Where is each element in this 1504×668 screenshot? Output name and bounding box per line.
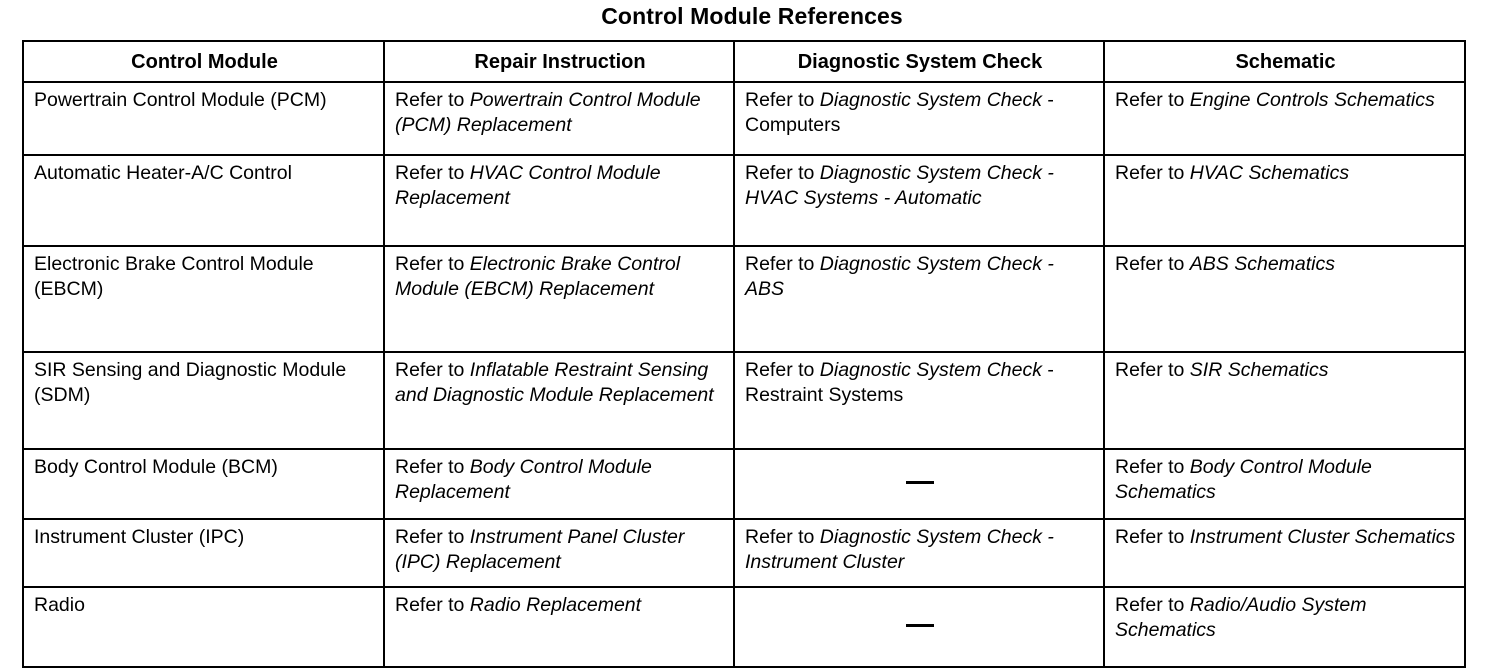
cell-diagnostic-system-check: Refer to Diagnostic System Check - HVAC … <box>733 154 1105 247</box>
cell-schematic: Refer to Instrument Cluster Schematics <box>1103 518 1466 588</box>
repair-reference: Electronic Brake Control Module (EBCM) R… <box>395 253 681 300</box>
cell-repair-instruction: Refer to Inflatable Restraint Sensing an… <box>383 351 735 450</box>
cell-schematic: Refer to Body Control Module Schematics <box>1103 448 1466 520</box>
cell-diagnostic-system-check: Refer to Diagnostic System Check - Compu… <box>733 81 1105 156</box>
repair-reference: Instrument Panel Cluster (IPC) Replaceme… <box>395 526 685 573</box>
table-row: Body Control Module (BCM) Refer to Body … <box>22 448 1466 520</box>
schematic-reference: Engine Controls Schematics <box>1189 89 1435 111</box>
dsc-suffix: - Computers <box>745 89 1054 136</box>
control-module-references-table: Control Module Repair Instruction Diagno… <box>22 40 1466 668</box>
cell-repair-instruction: Refer to Instrument Panel Cluster (IPC) … <box>383 518 735 588</box>
cell-diagnostic-system-check-empty <box>733 448 1105 520</box>
table-header-row: Control Module Repair Instruction Diagno… <box>22 40 1466 83</box>
dsc-prefix: Refer to <box>745 526 820 548</box>
schematic-reference: HVAC Schematics <box>1189 162 1350 184</box>
page-title: Control Module References <box>601 3 903 29</box>
cell-schematic: Refer to HVAC Schematics <box>1103 154 1466 247</box>
schematic-prefix: Refer to <box>1115 89 1190 111</box>
cell-control-module: Radio <box>22 586 385 668</box>
dsc-reference: Diagnostic System Check <box>819 89 1042 111</box>
em-dash-icon <box>906 624 934 628</box>
dsc-prefix: Refer to <box>745 89 820 111</box>
cell-repair-instruction: Refer to HVAC Control Module Replacement <box>383 154 735 247</box>
table-row: Powertrain Control Module (PCM) Refer to… <box>22 81 1466 156</box>
cell-control-module: Body Control Module (BCM) <box>22 448 385 520</box>
schematic-prefix: Refer to <box>1115 456 1190 478</box>
table-row: Electronic Brake Control Module (EBCM) R… <box>22 245 1466 353</box>
cell-schematic: Refer to SIR Schematics <box>1103 351 1466 450</box>
repair-prefix: Refer to <box>395 359 470 381</box>
dsc-suffix: - Restraint Systems <box>745 359 1054 406</box>
cell-control-module: SIR Sensing and Diagnostic Module (SDM) <box>22 351 385 450</box>
dsc-reference: Diagnostic System Check - HVAC Systems -… <box>745 162 1054 209</box>
schematic-reference: SIR Schematics <box>1189 359 1329 381</box>
cell-schematic: Refer to ABS Schematics <box>1103 245 1466 353</box>
control-module-references-table-wrapper: Control Module Repair Instruction Diagno… <box>22 40 1466 668</box>
dsc-prefix: Refer to <box>745 359 820 381</box>
cell-control-module: Automatic Heater-A/C Control <box>22 154 385 247</box>
schematic-prefix: Refer to <box>1115 594 1190 616</box>
cell-repair-instruction: Refer to Body Control Module Replacement <box>383 448 735 520</box>
cell-diagnostic-system-check: Refer to Diagnostic System Check - ABS <box>733 245 1105 353</box>
table-header: Control Module Repair Instruction Diagno… <box>22 40 1466 83</box>
schematic-reference: Radio/Audio System Schematics <box>1115 594 1367 641</box>
repair-prefix: Refer to <box>395 162 470 184</box>
cell-diagnostic-system-check: Refer to Diagnostic System Check - Instr… <box>733 518 1105 588</box>
table-row: SIR Sensing and Diagnostic Module (SDM) … <box>22 351 1466 450</box>
cell-control-module: Instrument Cluster (IPC) <box>22 518 385 588</box>
repair-prefix: Refer to <box>395 456 470 478</box>
repair-reference: Body Control Module Replacement <box>395 456 652 503</box>
cell-schematic: Refer to Radio/Audio System Schematics <box>1103 586 1466 668</box>
repair-reference: Inflatable Restraint Sensing and Diagnos… <box>395 359 714 406</box>
column-header-control-module: Control Module <box>22 40 385 83</box>
schematic-reference: ABS Schematics <box>1189 253 1336 275</box>
schematic-prefix: Refer to <box>1115 253 1190 275</box>
dsc-reference: Diagnostic System Check <box>819 359 1042 381</box>
dsc-reference: Diagnostic System Check - Instrument Clu… <box>745 526 1054 573</box>
schematic-prefix: Refer to <box>1115 526 1190 548</box>
em-dash-icon <box>906 481 934 485</box>
schematic-prefix: Refer to <box>1115 359 1190 381</box>
cell-repair-instruction: Refer to Powertrain Control Module (PCM)… <box>383 81 735 156</box>
cell-control-module: Electronic Brake Control Module (EBCM) <box>22 245 385 353</box>
dsc-reference: Diagnostic System Check - ABS <box>745 253 1054 300</box>
cell-diagnostic-system-check-empty <box>733 586 1105 668</box>
column-header-diagnostic-system-check: Diagnostic System Check <box>733 40 1105 83</box>
column-header-repair-instruction: Repair Instruction <box>383 40 735 83</box>
repair-prefix: Refer to <box>395 526 470 548</box>
cell-repair-instruction: Refer to Electronic Brake Control Module… <box>383 245 735 353</box>
table-body: Powertrain Control Module (PCM) Refer to… <box>22 81 1466 668</box>
cell-diagnostic-system-check: Refer to Diagnostic System Check - Restr… <box>733 351 1105 450</box>
repair-prefix: Refer to <box>395 253 470 275</box>
repair-reference: Radio Replacement <box>469 594 642 616</box>
repair-reference: HVAC Control Module Replacement <box>395 162 661 209</box>
dsc-prefix: Refer to <box>745 253 820 275</box>
dsc-prefix: Refer to <box>745 162 820 184</box>
schematic-prefix: Refer to <box>1115 162 1190 184</box>
table-row: Radio Refer to Radio Replacement Refer t… <box>22 586 1466 668</box>
table-row: Instrument Cluster (IPC) Refer to Instru… <box>22 518 1466 588</box>
column-header-schematic: Schematic <box>1103 40 1466 83</box>
cell-control-module: Powertrain Control Module (PCM) <box>22 81 385 156</box>
schematic-reference: Instrument Cluster Schematics <box>1189 526 1456 548</box>
repair-prefix: Refer to <box>395 89 470 111</box>
document-page: Control Module References Control Module… <box>22 3 1466 668</box>
cell-repair-instruction: Refer to Radio Replacement <box>383 586 735 668</box>
repair-prefix: Refer to <box>395 594 470 616</box>
table-row: Automatic Heater-A/C Control Refer to HV… <box>22 154 1466 247</box>
cell-schematic: Refer to Engine Controls Schematics <box>1103 81 1466 156</box>
schematic-reference: Body Control Module Schematics <box>1115 456 1372 503</box>
repair-reference: Powertrain Control Module (PCM) Replacem… <box>395 89 701 136</box>
